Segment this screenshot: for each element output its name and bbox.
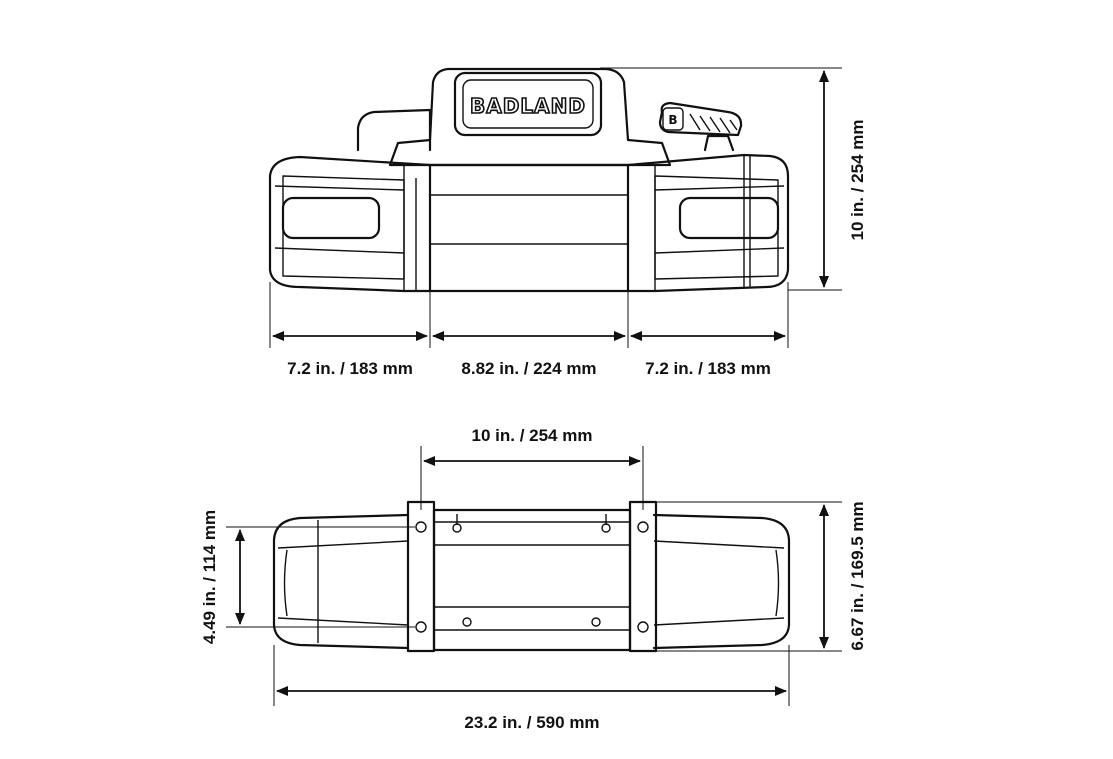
logo-plate: [453, 71, 603, 137]
winch-front-view: BADLAND B: [268, 67, 790, 293]
bottom-extension-lines: [226, 446, 842, 706]
mount-spacing-dimension: 10 in. / 254 mm: [472, 426, 593, 445]
control-housing: [388, 67, 672, 167]
top-extension-lines: [269, 67, 842, 348]
overall-length-dimension: 23.2 in. / 590 mm: [464, 713, 599, 732]
mount-height-dimension: 4.49 in. / 114 mm: [200, 510, 219, 644]
left-end-panel: [282, 175, 405, 280]
drum-dimension: 8.82 in. / 224 mm: [461, 359, 596, 378]
left-end-cap: [268, 155, 432, 293]
left-end-bottom: [272, 513, 410, 650]
right-end-cap: [626, 153, 790, 293]
right-mount-bracket: [628, 500, 658, 653]
depth-dimension: 6.67 in. / 169.5 mm: [848, 501, 867, 650]
motor-housing-back: [356, 108, 432, 152]
right-end-bottom: [652, 513, 791, 650]
mount-hole: [415, 621, 427, 633]
brand-logo: BADLAND: [470, 94, 586, 118]
left-grip-slot: [281, 196, 381, 240]
left-mount-bracket: [406, 500, 436, 653]
mount-hole: [415, 521, 427, 533]
clutch-lever: B: [658, 101, 743, 152]
mount-hole: [637, 521, 649, 533]
right-end-dimension: 7.2 in. / 183 mm: [645, 359, 771, 378]
left-end-dimension: 7.2 in. / 183 mm: [287, 359, 413, 378]
height-dimension: 10 in. / 254 mm: [848, 120, 867, 241]
mount-hole: [637, 621, 649, 633]
winch-bottom-view: [272, 500, 791, 653]
lever-badge: B: [668, 113, 677, 127]
rope-drum: [428, 163, 630, 293]
right-end-panel: [654, 175, 779, 280]
right-grip-slot: [678, 196, 780, 240]
base-plate: [432, 508, 632, 652]
